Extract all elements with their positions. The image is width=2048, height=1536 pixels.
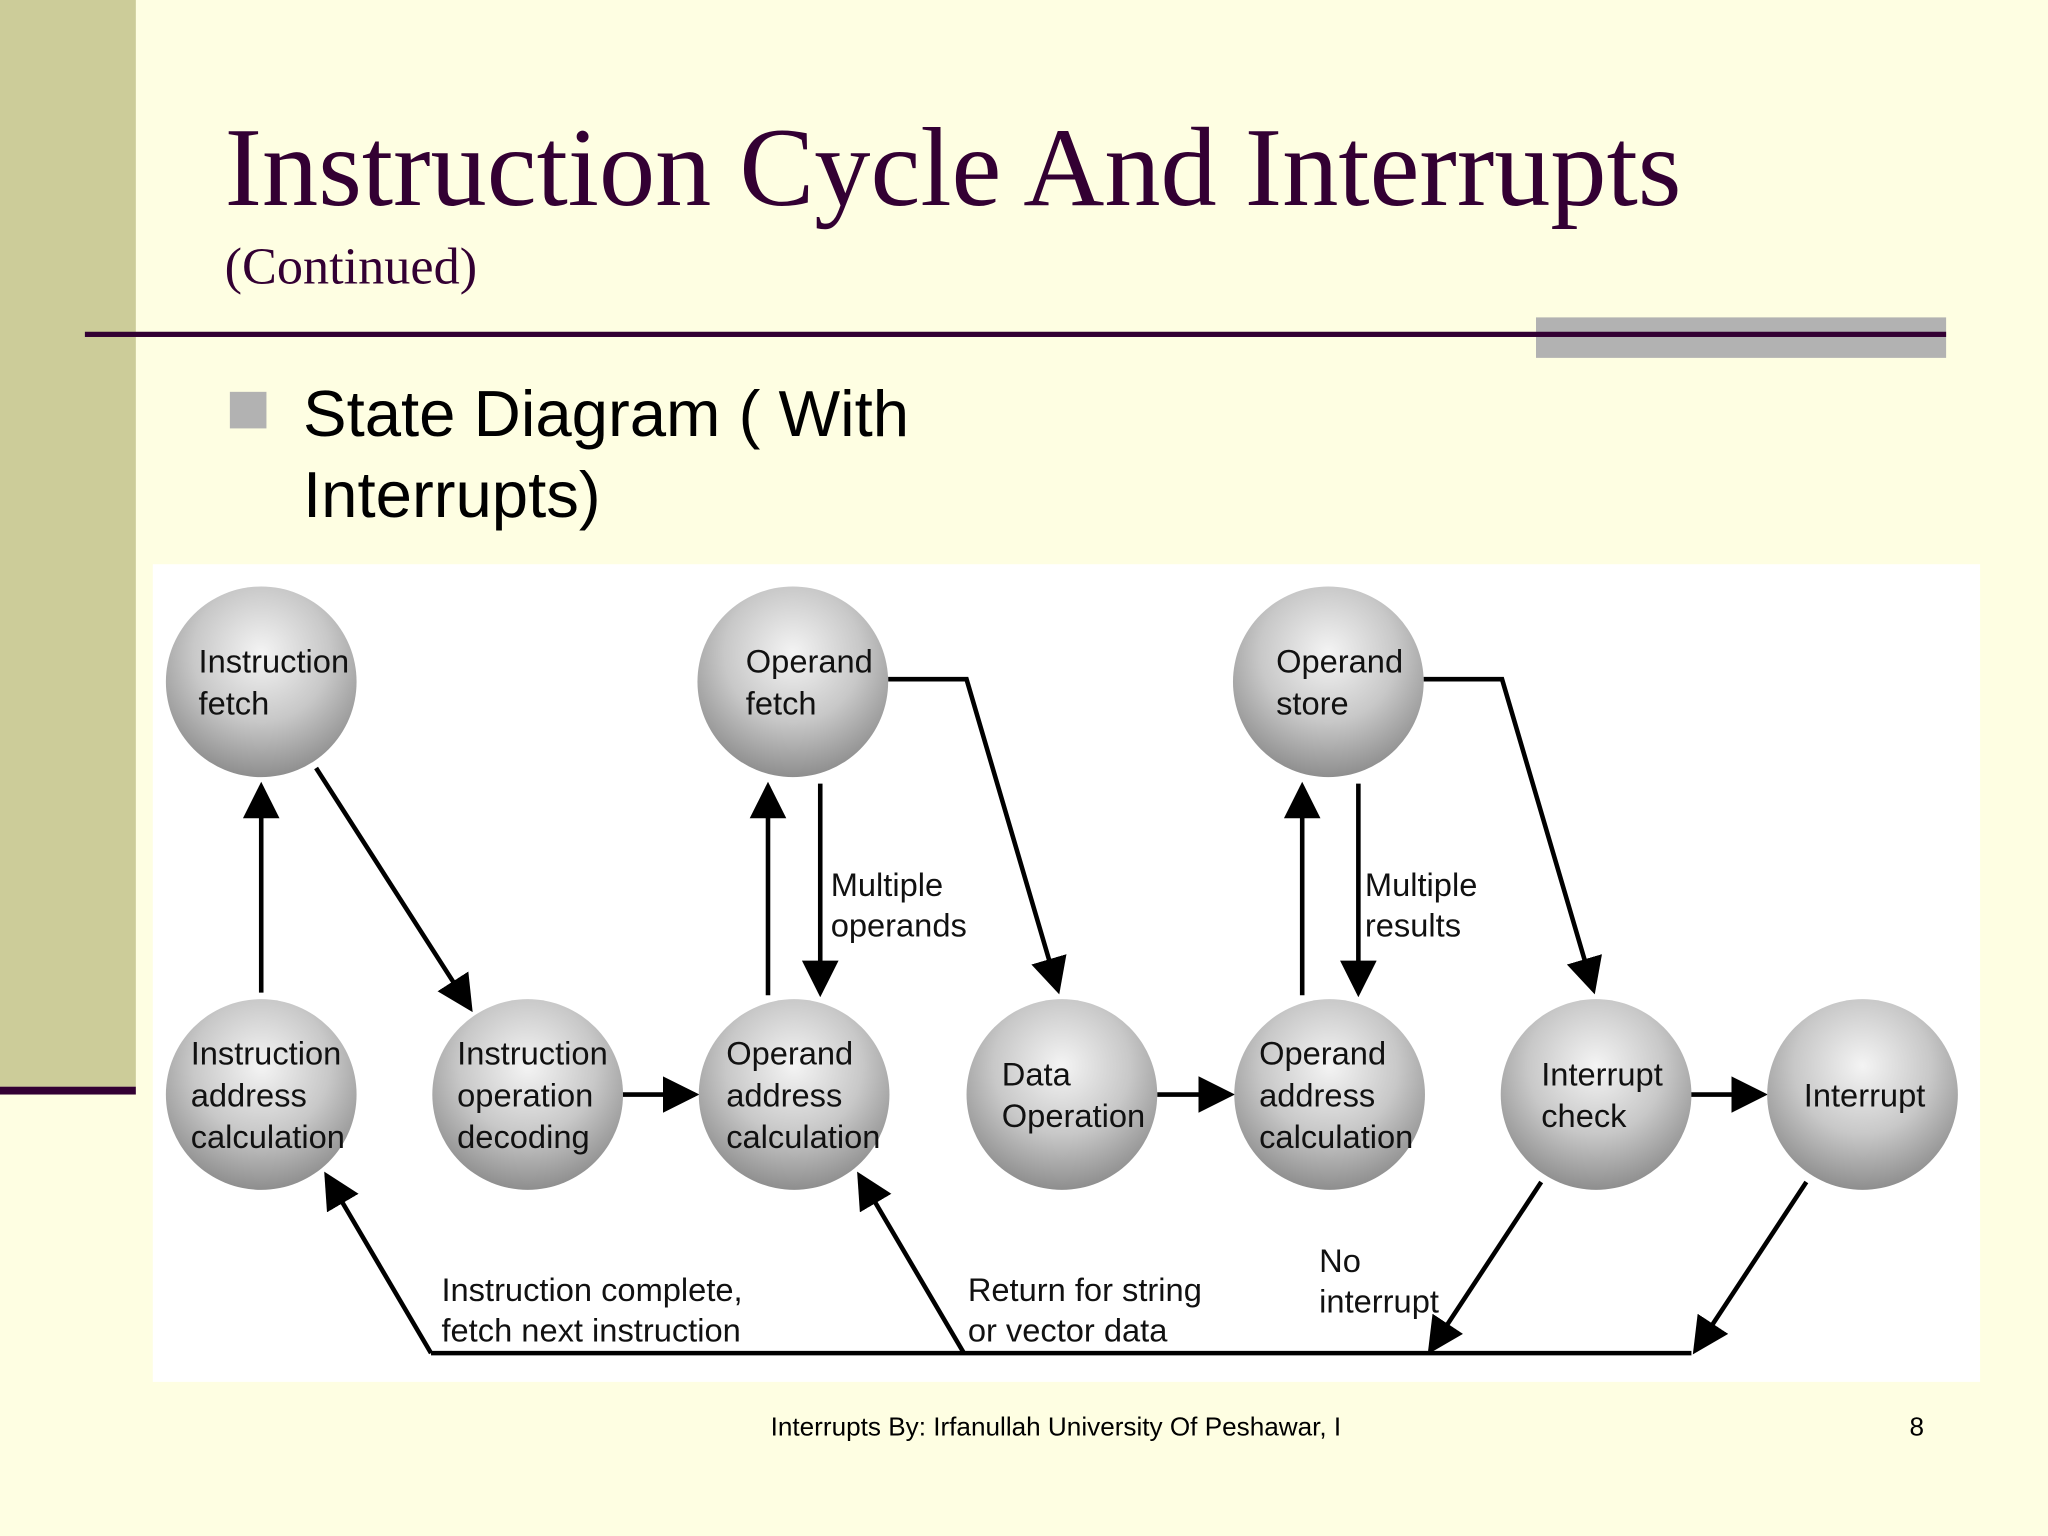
state-label: Operand xyxy=(1259,1034,1386,1071)
title-rule-accent xyxy=(1535,317,1947,358)
state-label: Interrupt xyxy=(1541,1055,1663,1092)
transition-label-multiple-operands: operands xyxy=(831,906,967,943)
state-label: Instruction xyxy=(457,1034,608,1071)
state-label: Operation xyxy=(1002,1097,1145,1134)
arrow-return-to-iac xyxy=(324,1171,433,1355)
sidebar-accent-line xyxy=(0,1086,136,1095)
state-circle xyxy=(432,999,624,1190)
state-os: Operand store xyxy=(1232,586,1424,778)
transition-label-multiple-results: results xyxy=(1365,906,1461,943)
state-label: Instruction xyxy=(191,1034,342,1071)
bullet-text: State Diagram ( With Interrupts) xyxy=(303,374,1034,536)
state-label: operation xyxy=(457,1076,593,1113)
state-oac2: Operand address calculation xyxy=(1234,999,1425,1190)
state-diagram-svg: InstructionfetchOperandfetchOperandstore… xyxy=(165,586,1958,1356)
state-label: check xyxy=(1541,1097,1627,1134)
sidebar-band xyxy=(0,0,136,1087)
state-label: address xyxy=(191,1076,307,1113)
arrow-return-to-oac xyxy=(857,1171,966,1355)
slide-title: Instruction Cycle And Interrupts xyxy=(224,104,1682,230)
arrow-int-to-return xyxy=(1692,1180,1809,1355)
transition-label-no-interrupt: No xyxy=(1319,1242,1361,1279)
state-label: Data xyxy=(1002,1055,1072,1092)
arrow-of-to-do xyxy=(888,676,1067,995)
state-ic: Interrupt check xyxy=(1500,999,1692,1190)
transition-label-instruction-complete: fetch next instruction xyxy=(441,1311,740,1348)
arrow-os-to-ic xyxy=(1423,676,1602,995)
state-label: Interrupt xyxy=(1804,1076,1926,1113)
transition-label-return-string: or vector data xyxy=(968,1311,1168,1348)
transition-label-no-interrupt: interrupt xyxy=(1319,1283,1439,1320)
transition-label-return-string: Return for string xyxy=(968,1271,1202,1308)
bullet-line-1: State Diagram ( With xyxy=(303,377,910,451)
state-label: Instruction xyxy=(199,643,350,680)
state-if: Instruction fetch xyxy=(165,586,357,778)
state-label: calculation xyxy=(1259,1118,1413,1155)
state-label: address xyxy=(1259,1076,1375,1113)
state-circle xyxy=(1234,999,1425,1190)
transition-label-multiple-operands: Multiple xyxy=(831,866,943,903)
state-circle xyxy=(165,586,357,778)
state-label: Operand xyxy=(746,643,873,680)
state-circle xyxy=(1767,999,1958,1190)
arrow-if-to-iod xyxy=(314,766,473,1013)
state-label: calculation xyxy=(191,1118,345,1155)
state-label: Operand xyxy=(726,1034,853,1071)
state-label: address xyxy=(726,1076,842,1113)
state-circle xyxy=(697,586,889,778)
state-of: Operand fetch xyxy=(697,586,889,778)
state-label: store xyxy=(1276,684,1349,721)
state-label: fetch xyxy=(199,684,270,721)
slide-subtitle: (Continued) xyxy=(224,236,478,296)
transition-label-instruction-complete: Instruction complete, xyxy=(441,1271,742,1308)
state-label: fetch xyxy=(746,684,817,721)
state-label: Operand xyxy=(1276,643,1403,680)
state-iac: Instruction address calculation xyxy=(165,999,357,1190)
state-label: calculation xyxy=(726,1118,880,1155)
state-oac: Operand address calculation xyxy=(698,999,890,1190)
state-circle xyxy=(1232,586,1424,778)
transition-label-multiple-results: Multiple xyxy=(1365,866,1477,903)
state-int: Interrupt xyxy=(1767,999,1958,1190)
page-number: 8 xyxy=(1909,1413,1925,1442)
title-rule xyxy=(84,331,1947,337)
state-circle xyxy=(1500,999,1692,1190)
bullet-square-icon xyxy=(229,391,267,429)
state-iod: Instruction operation decoding xyxy=(432,999,624,1190)
arrow-ic-no-interrupt xyxy=(1427,1180,1544,1355)
state-circle xyxy=(165,999,357,1190)
state-circle xyxy=(698,999,890,1190)
bullet-line-2: Interrupts) xyxy=(303,458,601,532)
state-label: decoding xyxy=(457,1118,590,1155)
state-circle xyxy=(966,999,1158,1190)
footer-text: Interrupts By: Irfanullah University Of … xyxy=(770,1413,1342,1442)
